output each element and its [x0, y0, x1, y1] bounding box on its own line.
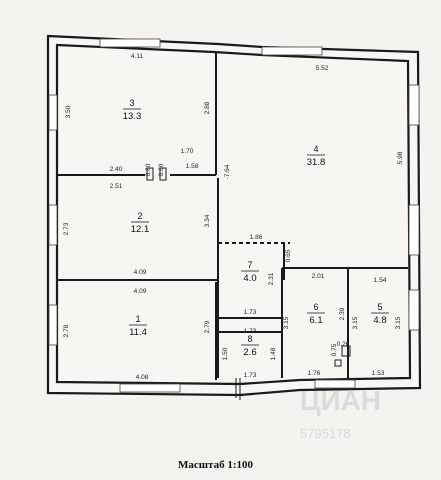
dimension-label: 1.58	[186, 163, 199, 170]
room-area: 4.8	[373, 315, 386, 326]
room-number: 2	[137, 211, 142, 221]
dimension-label: 4.09	[134, 288, 147, 295]
room-area: 6.1	[309, 315, 322, 326]
dimension-label: 2.88	[204, 101, 211, 114]
dimension-label: -7.64	[224, 164, 231, 179]
room-number: 8	[247, 334, 252, 344]
room-1: 111.4	[129, 314, 147, 338]
dimension-label: 1.73	[244, 309, 257, 316]
dimension-label: 5.52	[316, 65, 329, 72]
dimension-label: 2.78	[63, 324, 70, 337]
room-number: 6	[313, 302, 318, 312]
room-5: 54.8	[371, 302, 389, 326]
dimension-label: 3.50	[65, 105, 72, 118]
room-number: 4	[313, 144, 318, 154]
dimension-label: 3.15	[352, 316, 359, 329]
dimension-label: 3.34	[204, 214, 211, 227]
room-number: 5	[377, 302, 382, 312]
room-number: 7	[247, 260, 252, 270]
dimension-label: 3.15	[395, 316, 402, 329]
dimension-labels: 4.11 5.52 3.50 2.88 0.60 1.70 0.60 1.58 2.40 -7.6…	[63, 53, 404, 381]
dimension-label: 2.40	[110, 166, 123, 173]
details	[146, 167, 351, 400]
room-4: 431.8	[307, 144, 326, 168]
dimension-label: 1.54	[374, 277, 387, 284]
dimension-label: 2.31	[268, 272, 275, 285]
watermark-code: 5795178	[300, 426, 351, 441]
dimension-label: 1.70	[181, 148, 194, 155]
dimension-label: 4.08	[136, 374, 149, 381]
dimension-label: 1.53	[372, 370, 385, 377]
dimension-label: 0.75	[331, 343, 338, 356]
dimension-label: 2.39	[339, 307, 346, 320]
dimension-label: 1.73	[244, 372, 257, 379]
dimension-label: 0.60	[158, 163, 165, 176]
dimension-label: 1.76	[308, 370, 321, 377]
room-area: 4.0	[243, 273, 256, 284]
windows	[48, 38, 420, 393]
room-area: 2.6	[243, 347, 256, 358]
dimension-label: 4.09	[134, 269, 147, 276]
dimension-label: 3.15	[283, 316, 290, 329]
room-area: 13.3	[123, 111, 142, 122]
outer-walls	[46, 34, 422, 397]
dimension-label: 0.65	[285, 249, 292, 262]
dimension-label: 0.26	[337, 341, 350, 348]
dimension-label: 4.11	[131, 53, 144, 60]
room-7: 74.0	[241, 260, 259, 284]
room-area: 31.8	[307, 157, 326, 168]
dimension-label: 0.60	[145, 163, 152, 176]
scale-label: Масштаб 1:100	[178, 459, 254, 471]
room-area: 12.1	[131, 224, 150, 235]
dimension-label: 1.86	[250, 234, 263, 241]
dimension-label: 2.73	[63, 222, 70, 235]
room-number: 3	[129, 98, 134, 108]
dimension-label: 1.73	[244, 328, 257, 335]
room-8: 82.6	[241, 334, 259, 358]
dimension-label: 1.50	[222, 347, 229, 360]
dimension-label: 5.98	[397, 151, 404, 164]
room-number: 1	[135, 314, 140, 324]
dimension-label: 2.51	[110, 183, 123, 190]
interior-walls	[57, 52, 408, 380]
room-3: 313.3	[123, 98, 142, 122]
dimension-label: 1.48	[270, 347, 277, 360]
room-6: 66.1	[307, 302, 325, 326]
dimension-label: 2.01	[312, 273, 325, 280]
watermark-brand: ЦИАН	[300, 385, 381, 416]
room-2: 212.1	[131, 211, 150, 235]
room-area: 11.4	[129, 327, 147, 338]
dimension-label: 2.79	[204, 320, 211, 333]
